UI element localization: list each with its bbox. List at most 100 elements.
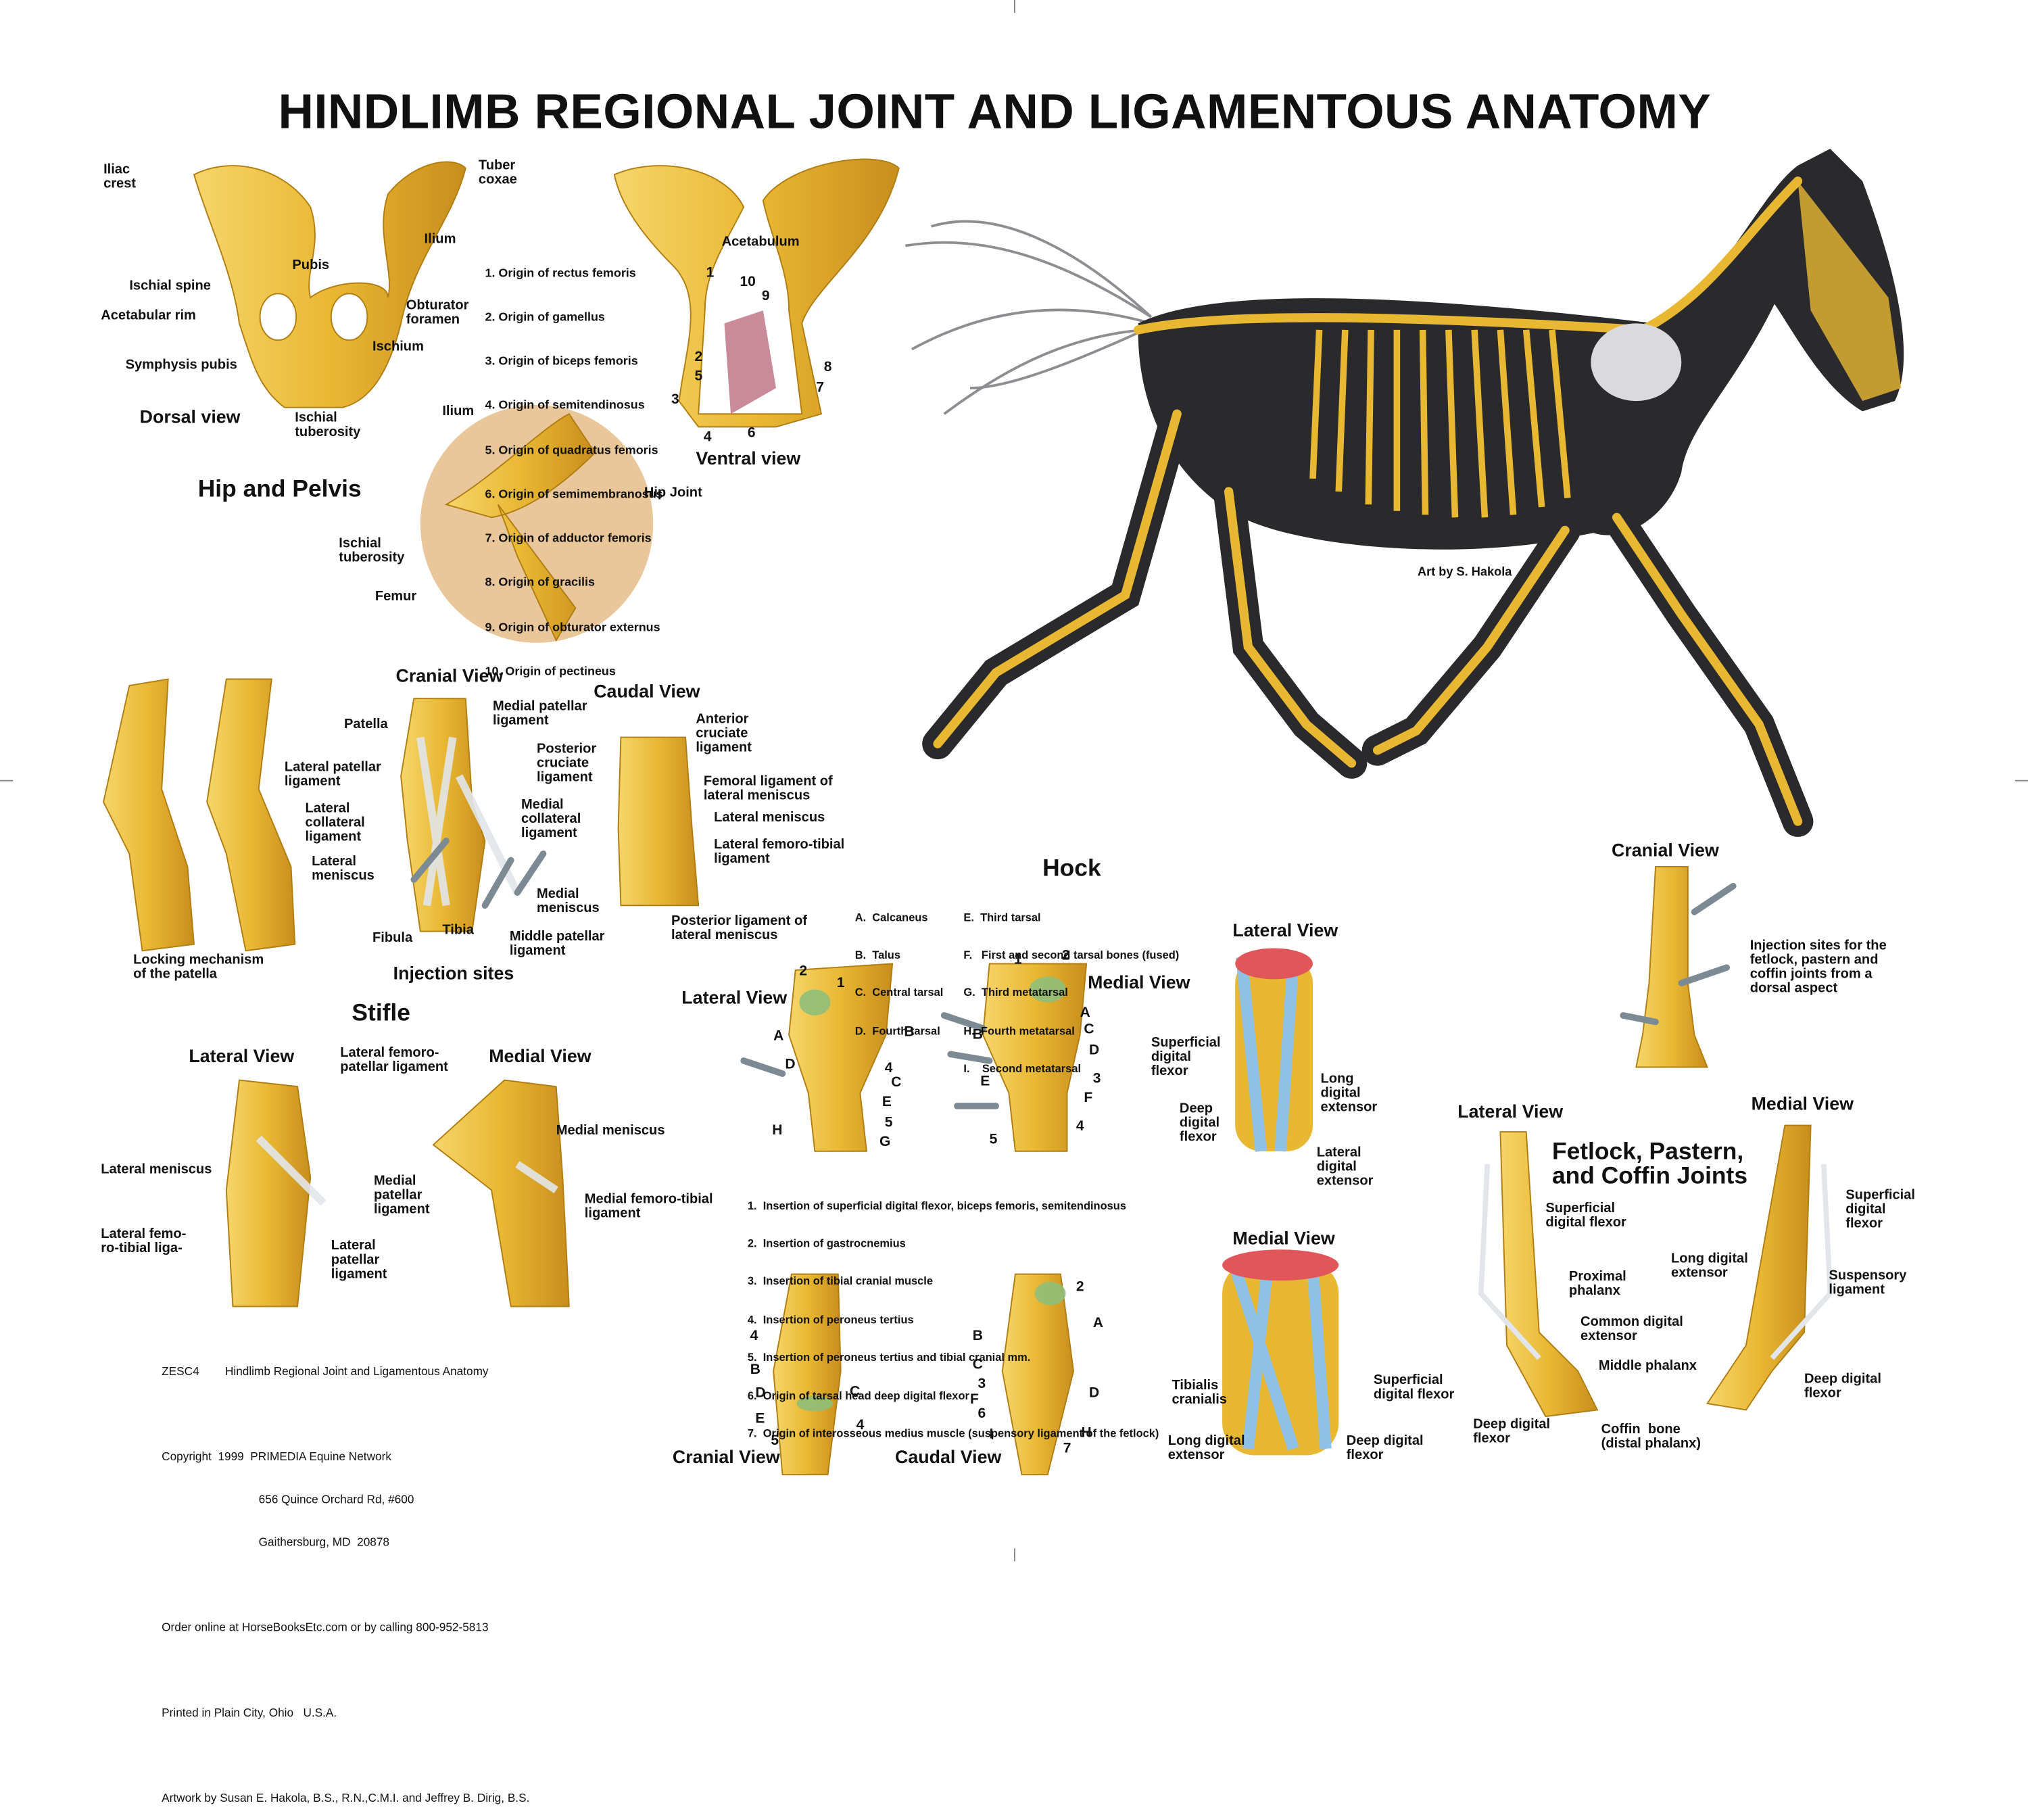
hock-mark: B — [904, 1024, 915, 1040]
label-suspensory-ligament: Suspensory ligament — [1829, 1268, 1907, 1298]
origin-item: 6. Origin of semimembranosus — [485, 486, 663, 501]
label-deep-digital-flexor-4: Deep digital flexor — [1473, 1416, 1551, 1447]
artwork-credit: Artwork by Susan E. Hakola, B.S., R.N.,C… — [162, 1791, 530, 1805]
hock-mark: 4 — [856, 1417, 865, 1433]
stifle-heading: Stifle — [352, 999, 410, 1026]
label-acetabulum: Acetabulum — [721, 234, 800, 250]
origin-item: 3. Origin of biceps femoris — [485, 353, 638, 368]
crop-mark — [0, 780, 14, 782]
label-lateral-meniscus: Lateral meniscus — [714, 809, 825, 825]
label-long-digital-extensor: Long digital extensor — [1320, 1071, 1378, 1116]
hock-mark: 5 — [771, 1433, 779, 1449]
label-superficial-digital-flexor-3: Superficial digital flexor — [1545, 1200, 1626, 1230]
hock-mark: C — [972, 1357, 984, 1373]
legend-item: D. Fourth tarsal — [854, 1024, 940, 1038]
origins-list: 1. Origin of rectus femoris 2. Origin of… — [485, 235, 662, 693]
label-femoral-ligament: Femoral ligament of lateral meniscus — [703, 773, 833, 804]
hock-illustrations — [773, 963, 1088, 1476]
label-superficial-digital-flexor: Superficial digital flexor — [1151, 1034, 1221, 1079]
ventral-mark: 2 — [694, 349, 703, 365]
hock-mark: H — [1081, 1425, 1092, 1441]
label-ischial-tuberosity-2: Ischial tuberosity — [339, 535, 405, 566]
label-symphysis-pubis: Symphysis pubis — [125, 357, 237, 373]
label-coffin-bone: Coffin bone (distal phalanx) — [1601, 1421, 1701, 1452]
label-medial-meniscus: Medial meniscus — [537, 886, 600, 916]
label-lateral-collateral-ligament: Lateral collateral ligament — [305, 800, 365, 845]
soft-medial-view-heading: Medial View — [1232, 1227, 1335, 1249]
label-proximal-phalanx: Proximal phalanx — [1568, 1268, 1626, 1299]
ventral-mark: 4 — [703, 429, 712, 446]
hock-mark: D — [785, 1057, 796, 1073]
hock-mark: D — [1088, 1385, 1100, 1402]
hock-mark: 1 — [836, 975, 845, 991]
hock-mark: E — [882, 1094, 892, 1110]
label-deep-digital-flexor-2: Deep digital flexor — [1346, 1433, 1424, 1463]
hock-mark: I — [989, 1427, 994, 1443]
label-lateral-femoro-tibial-2: Lateral femo- ro-tibial liga- — [101, 1226, 187, 1256]
insertion-item: 1. Insertion of superficial digital flex… — [747, 1198, 1127, 1212]
origin-item: 4. Origin of semitendinosus — [485, 398, 645, 412]
hock-legend-col1: A. Calcaneus B. Talus C. Central tarsal … — [855, 886, 944, 1051]
label-deep-digital-flexor-3: Deep digital flexor — [1804, 1371, 1881, 1402]
ventral-mark: 8 — [823, 359, 832, 375]
legend-item: B. Talus — [854, 948, 901, 961]
hock-mark: A — [1080, 1005, 1090, 1021]
pelvis-ventral-illustration — [613, 158, 900, 428]
insertions-list: 1. Insertion of superficial digital flex… — [748, 1174, 1159, 1453]
injection-needle-icons — [410, 837, 1737, 1109]
ventral-mark: 1 — [706, 265, 715, 281]
horse-skeleton-illustration — [904, 149, 1904, 837]
label-middle-phalanx: Middle phalanx — [1598, 1358, 1697, 1374]
fetlock-cranial-view-heading: Cranial View — [1611, 839, 1719, 861]
injection-note: Injection sites for the fetlock, pastern… — [1749, 938, 1887, 997]
hock-mark: D — [1088, 1043, 1100, 1059]
ventral-mark: 10 — [740, 274, 756, 290]
label-tibia: Tibia — [442, 922, 474, 938]
crop-mark — [1014, 1548, 1015, 1562]
legend-item: G. Third metatarsal — [963, 986, 1068, 999]
fetlock-medial-view-heading: Medial View — [1751, 1093, 1854, 1114]
hip-pelvis-heading: Hip and Pelvis — [197, 475, 362, 502]
label-lateral-digital-extensor: Lateral digital extensor — [1316, 1145, 1374, 1189]
hock-mark: 4 — [1076, 1119, 1084, 1134]
hock-mark: 2 — [1061, 948, 1070, 964]
hock-mark: E — [755, 1411, 765, 1427]
label-tibialis-cranialis: Tibialis cranialis — [1172, 1377, 1228, 1408]
insertion-item: 4. Insertion of peroneus tertius — [747, 1312, 914, 1326]
injection-sites-heading: Injection sites — [393, 962, 514, 984]
hock-mark: 4 — [884, 1060, 893, 1076]
stifle-caudal-view-heading: Caudal View — [594, 680, 700, 702]
legend-item: C. Central tarsal — [854, 986, 944, 999]
label-medial-meniscus-2: Medial meniscus — [556, 1122, 665, 1139]
label-common-digital-extensor: Common digital extensor — [1580, 1314, 1683, 1344]
insertion-item: 3. Insertion of tibial cranial muscle — [747, 1274, 934, 1288]
hock-heading: Hock — [1042, 853, 1101, 881]
hock-lateral-view-heading: Lateral View — [681, 986, 788, 1008]
ventral-view-heading: Ventral view — [696, 448, 801, 469]
insertion-item: 5. Insertion of peroneus tertius and tib… — [747, 1350, 1031, 1364]
hock-caudal-view-heading: Caudal View — [895, 1446, 1002, 1467]
ventral-mark: 7 — [816, 380, 825, 396]
legend-item: H. Fourth metatarsal — [963, 1024, 1075, 1038]
label-acetabular-rim: Acetabular rim — [101, 308, 196, 324]
hock-medial-view-heading: Medial View — [1088, 971, 1190, 992]
label-locking-mechanism: Locking mechanism of the patella — [133, 952, 264, 982]
insertion-item: 2. Insertion of gastrocnemius — [747, 1237, 906, 1250]
stifle-medial-view-heading: Medial View — [489, 1045, 592, 1066]
fetlock-heading: Fetlock, Pastern, and Coffin Joints — [1551, 1136, 1748, 1190]
hock-mark: 4 — [750, 1328, 758, 1344]
legend-item: I. Second metatarsal — [963, 1062, 1082, 1076]
hock-mark: F — [969, 1391, 979, 1408]
ventral-mark: 6 — [747, 425, 756, 441]
label-obturator-foramen: Obturator foramen — [406, 297, 469, 328]
hock-mark: C — [850, 1384, 861, 1400]
order-info: Order online at HorseBooksEtc.com or by … — [162, 1621, 489, 1634]
hock-mark: 1 — [1014, 952, 1022, 968]
label-medial-patellar-ligament: Medial patellar ligament — [492, 698, 587, 729]
label-fibula: Fibula — [372, 930, 413, 946]
insertion-item: 6. Origin of tarsal head deep digital fl… — [747, 1389, 969, 1402]
hock-mark: F — [1084, 1090, 1093, 1106]
hock-mark: C — [891, 1074, 902, 1091]
hock-mark: 2 — [799, 963, 808, 980]
insertion-item: 7. Origin of interosseous medius muscle … — [747, 1427, 1159, 1440]
